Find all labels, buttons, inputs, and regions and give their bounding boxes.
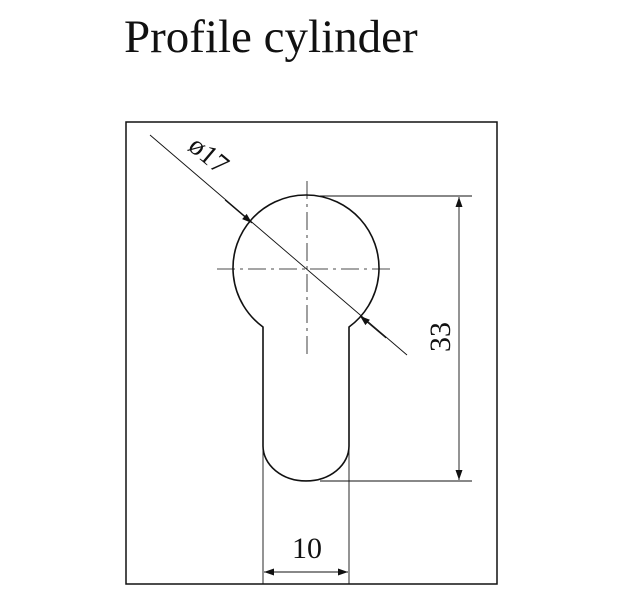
diameter-arrow-upper <box>224 199 253 224</box>
diameter-dimension-line <box>149 134 408 356</box>
cylinder-profile-outline <box>232 194 380 482</box>
frame <box>125 121 498 585</box>
diameter-label: ø17 <box>182 130 234 181</box>
diameter-arrow-lower <box>359 315 387 339</box>
width-label: 10 <box>292 532 322 565</box>
diagram-title: Profile cylinder <box>124 11 418 63</box>
height-label: 33 <box>424 322 457 352</box>
